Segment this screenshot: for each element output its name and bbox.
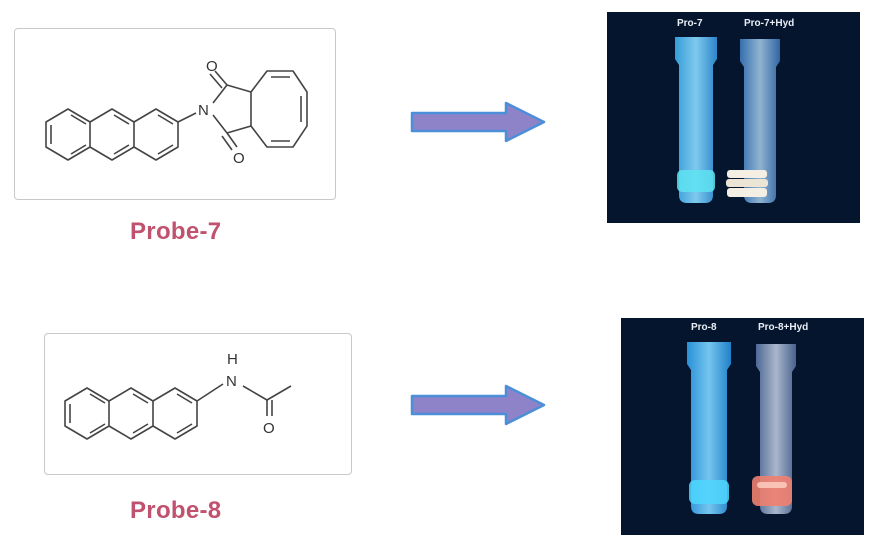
probe-8-structure-panel: H N O	[44, 333, 352, 475]
vial-label-pro-7: Pro-7	[677, 18, 703, 29]
vial-photo-image	[607, 12, 860, 223]
vial-label-pro-8: Pro-8	[691, 322, 717, 333]
probe-8-structure: H N O	[64, 351, 292, 440]
probe-7-vial-photo: Pro-7 Pro-7+Hyd	[607, 12, 860, 223]
probe-7-structure: O N O	[45, 58, 308, 167]
arrow-right-icon	[410, 101, 546, 143]
atom-oxygen-bottom: O	[233, 150, 245, 167]
atom-nitrogen: N	[198, 102, 209, 119]
vial-label-pro-8-hyd: Pro-8+Hyd	[758, 322, 809, 333]
probe-8-label: Probe-8	[130, 497, 222, 524]
atom-oxygen: O	[263, 420, 275, 437]
vial-photo-image	[621, 318, 864, 535]
atom-nitrogen: N	[226, 373, 237, 390]
arrow-right-icon	[410, 384, 546, 426]
vial-label-pro-7-hyd: Pro-7+Hyd	[744, 18, 795, 29]
probe-7-structure-panel: O N O	[14, 28, 336, 200]
atom-oxygen-top: O	[206, 58, 218, 75]
probe-7-label: Probe-7	[130, 218, 222, 245]
atom-hydrogen: H	[227, 351, 238, 368]
probe-8-vial-photo: Pro-8 Pro-8+Hyd	[621, 318, 864, 535]
